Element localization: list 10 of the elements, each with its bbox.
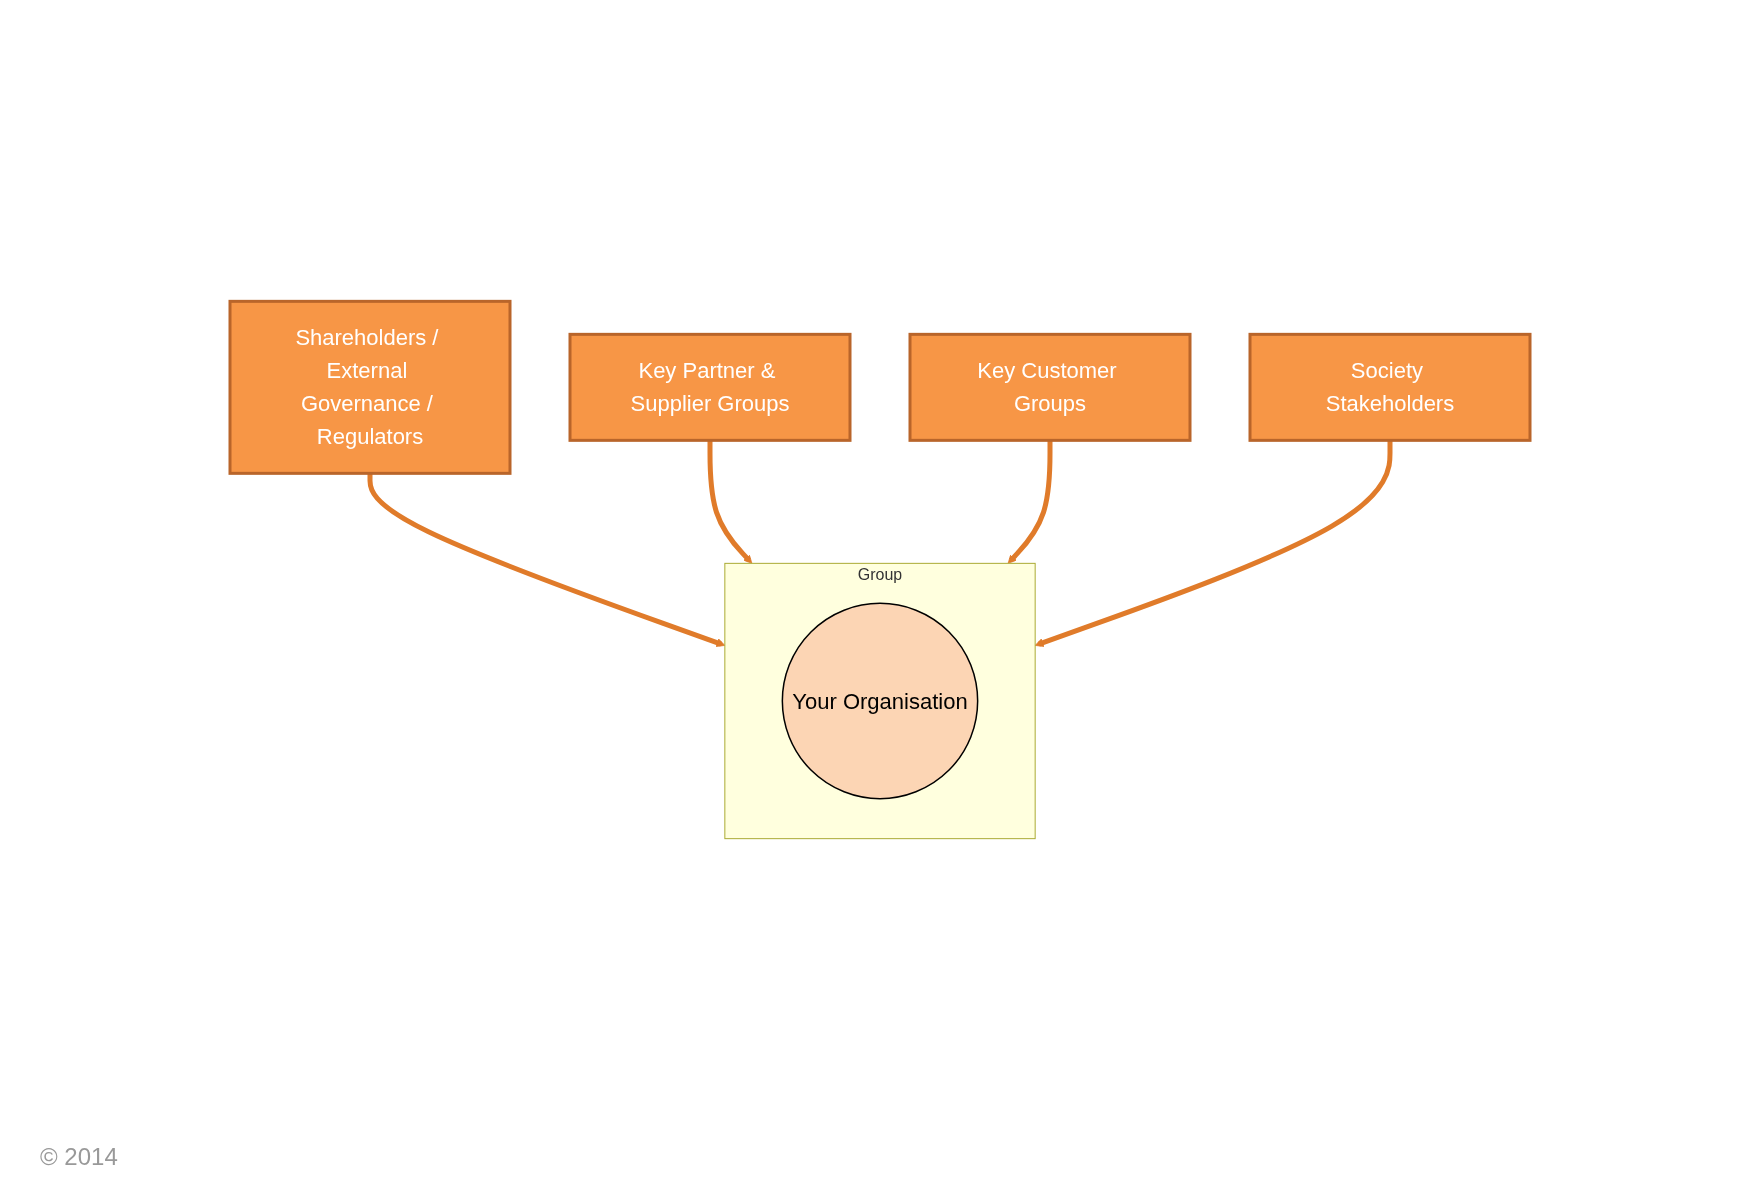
arrow — [1034, 440, 1393, 647]
node-circle: Your Organisation — [781, 602, 979, 800]
node-box: Key Customer Groups — [908, 332, 1192, 442]
arrow — [367, 473, 726, 647]
copyright-note: © 2014 — [40, 1143, 118, 1171]
node-box: Society Stakeholders — [1248, 332, 1532, 442]
node-box: Key Partner & Supplier Groups — [568, 332, 852, 442]
arrow — [1007, 440, 1053, 564]
arrow — [707, 440, 753, 564]
node-box: Shareholders / External Governance / Regulators — [228, 299, 512, 475]
